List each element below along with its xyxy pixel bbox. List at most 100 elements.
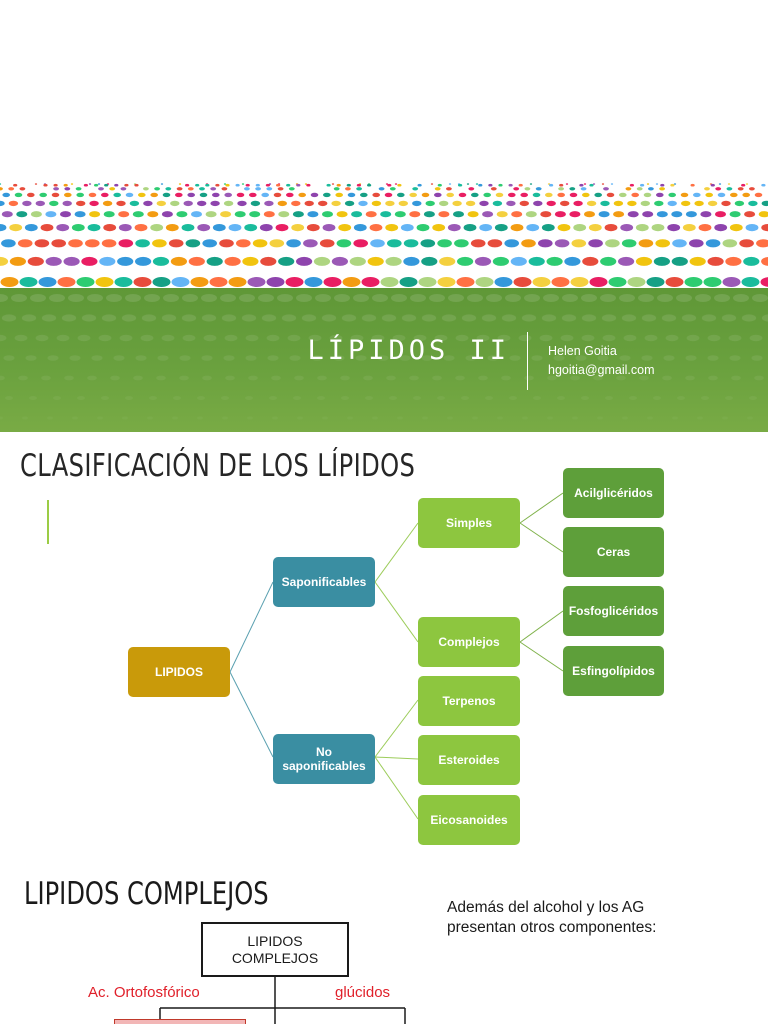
decorative-dot: [714, 224, 728, 232]
decorative-dot: [101, 239, 117, 248]
faded-dot: [47, 355, 59, 361]
decorative-dot: [715, 187, 722, 191]
faded-dot: [602, 334, 616, 342]
decorative-dot: [718, 183, 722, 185]
decorative-dot: [152, 277, 171, 287]
node-terpenos: Terpenos: [418, 676, 520, 726]
decorative-dot: [206, 256, 223, 266]
decorative-dot: [667, 224, 681, 232]
faded-dot: [597, 416, 603, 419]
decorative-dot: [296, 183, 301, 187]
decorative-dot: [598, 211, 610, 218]
faded-dot: [677, 396, 685, 400]
decorative-dot: [97, 183, 101, 185]
faded-dot: [353, 294, 369, 302]
decorative-dot: [660, 183, 665, 187]
decorative-dot: [761, 200, 768, 207]
faded-dot: [61, 314, 77, 322]
decorative-dot: [370, 239, 385, 248]
decorative-dot: [671, 256, 688, 266]
decorative-dot: [323, 277, 342, 287]
faded-dot: [443, 355, 455, 361]
decorative-dot: [385, 200, 395, 207]
decorative-dot: [605, 239, 620, 248]
faded-dot: [372, 294, 388, 302]
decorative-dot: [237, 200, 247, 207]
faded-dot: [533, 396, 541, 400]
decorative-dot: [9, 224, 23, 232]
faded-dot: [147, 416, 153, 419]
decorative-dot: [269, 239, 285, 248]
decorative-dot: [143, 200, 153, 207]
faded-dot: [432, 375, 442, 381]
decorative-dot: [170, 200, 180, 207]
decorative-dot: [53, 183, 58, 187]
partial-pink-box: [114, 1019, 246, 1024]
author-name: Helen Goitia: [548, 344, 617, 358]
decorative-dot: [453, 211, 464, 218]
decorative-dot: [638, 239, 654, 248]
faded-dot: [201, 355, 213, 361]
decorative-dot: [471, 192, 479, 198]
decorative-dot: [38, 277, 57, 287]
decorative-dot: [134, 224, 148, 232]
decorative-dot: [721, 200, 731, 207]
decorative-dot: [210, 187, 217, 191]
decorative-dot: [249, 192, 257, 198]
faded-dot: [707, 334, 721, 342]
decorative-dot: [538, 239, 553, 248]
faded-dot: [101, 314, 117, 322]
decorative-dot: [475, 277, 494, 287]
complex-lipids-slide: LIPIDOS COMPLEJOS Además del alcohol y l…: [0, 864, 768, 1024]
decorative-dot: [416, 224, 430, 232]
faded-dot: [623, 334, 637, 342]
decorative-dot: [304, 200, 314, 207]
decorative-dot: [99, 256, 116, 266]
decorative-dot: [642, 211, 654, 218]
decorative-dot: [532, 277, 551, 287]
decorative-dot: [322, 211, 333, 218]
decorative-dot: [554, 211, 566, 218]
faded-dot: [182, 334, 196, 342]
faded-dot: [409, 375, 419, 381]
decorative-dot: [89, 200, 99, 207]
decorative-dot: [288, 187, 295, 191]
decorative-dot: [434, 192, 442, 198]
decorative-dot: [754, 192, 763, 198]
decorative-dot: [606, 192, 615, 198]
faded-dot: [201, 314, 217, 322]
decorative-dot: [63, 183, 68, 187]
decorative-dot: [152, 239, 167, 248]
decorative-dot: [434, 187, 441, 191]
decorative-dot: [545, 192, 553, 198]
faded-dot: [597, 355, 609, 361]
decorative-dot: [264, 200, 274, 207]
faded-dot: [173, 396, 181, 400]
decorative-dot: [81, 256, 98, 266]
decorative-dot: [336, 211, 348, 218]
faded-dot: [361, 314, 377, 322]
decorative-dot: [739, 239, 754, 248]
faded-dot: [593, 375, 603, 381]
decorative-dot: [152, 256, 170, 266]
decorative-dot: [291, 224, 305, 232]
decorative-dot: [185, 183, 190, 187]
faded-dot: [665, 334, 679, 342]
author-email[interactable]: hgoitia@gmail.com: [548, 363, 655, 377]
decorative-dot: [195, 183, 200, 187]
decorative-dot: [57, 277, 76, 287]
faded-dot: [661, 314, 677, 322]
faded-dot: [605, 396, 613, 400]
node-acilgliceridos: Acilglicéridos: [563, 468, 664, 518]
faded-dot: [401, 314, 417, 322]
decorative-dot: [760, 277, 768, 287]
decorative-dot: [648, 187, 654, 191]
decorative-dot: [438, 211, 450, 218]
decorative-dot: [621, 239, 637, 248]
faded-dot: [570, 375, 580, 381]
decorative-dot: [475, 183, 479, 185]
faded-dot: [29, 396, 37, 400]
faded-dot: [741, 314, 757, 322]
decorative-dot: [588, 224, 602, 232]
faded-dot: [340, 375, 350, 381]
